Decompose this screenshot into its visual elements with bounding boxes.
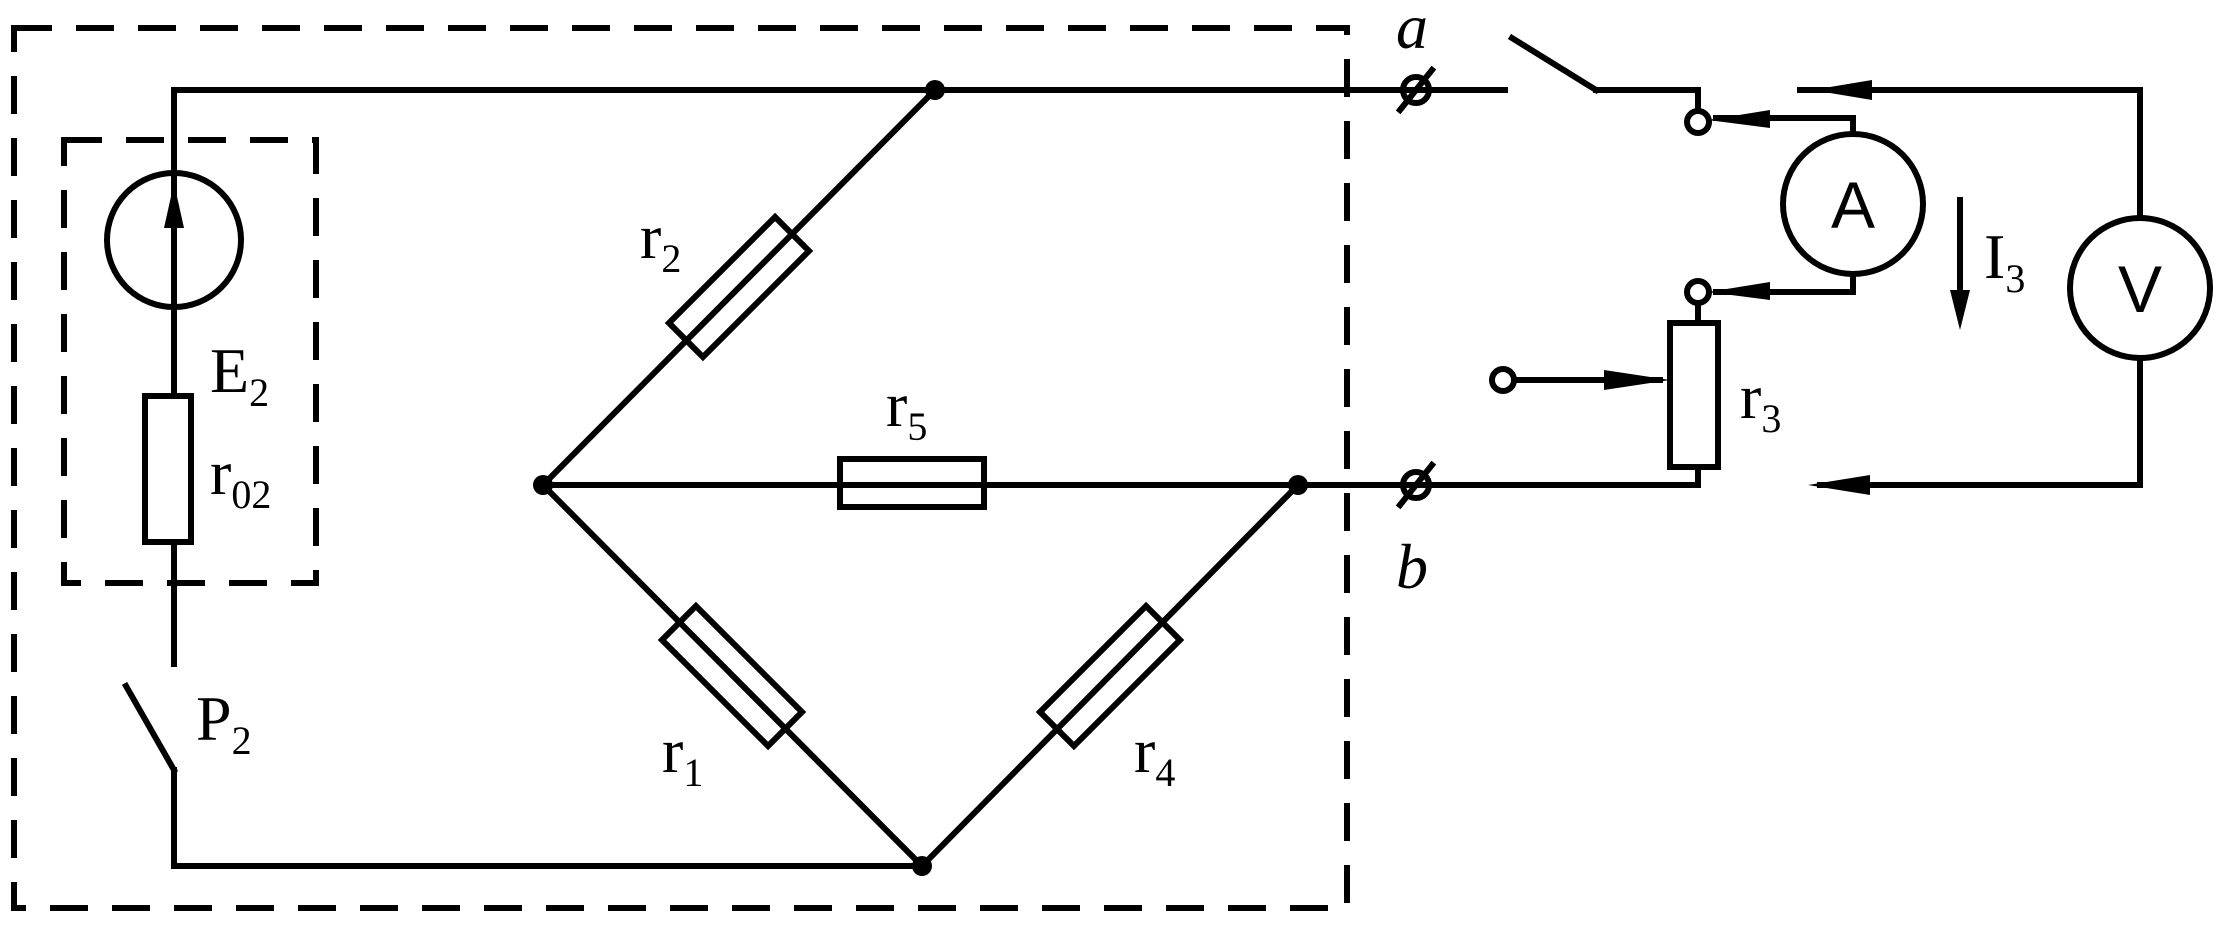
arrow-icon — [1708, 110, 1770, 128]
arrow-icon — [1808, 475, 1870, 495]
resistor-r02 — [142, 393, 194, 545]
label-r5: r5 — [886, 369, 927, 449]
label-i3: I3 — [1984, 221, 2025, 301]
current-arrow-icon — [1950, 290, 1970, 330]
resistor-r3 — [1667, 320, 1721, 470]
source-dashed-enclosure — [61, 137, 319, 586]
label-r3: r3 — [1740, 361, 1781, 441]
label-voltmeter: V — [2118, 252, 2162, 326]
label-r2: r2 — [640, 201, 681, 281]
bridge — [533, 80, 1308, 876]
terminal-open-top — [1684, 108, 1712, 136]
label-terminal-b: b — [1396, 531, 1428, 602]
emf-source-e2 — [104, 170, 244, 310]
slider-arrow-icon — [1604, 370, 1670, 390]
node-top — [925, 80, 945, 100]
switch-a — [1507, 33, 1601, 95]
terminal-open-middle — [1684, 278, 1712, 306]
node-left — [533, 475, 553, 495]
label-e2: E2 — [210, 335, 269, 415]
terminal-a-marker — [1395, 65, 1437, 115]
resistor-r2 — [664, 212, 814, 362]
label-r02: r02 — [210, 437, 271, 517]
arrow-icon — [1812, 80, 1872, 100]
node-bottom — [912, 856, 932, 876]
label-r4: r4 — [1134, 715, 1175, 795]
label-r1: r1 — [662, 715, 703, 795]
resistor-r4 — [1035, 601, 1185, 751]
terminal-b-marker — [1395, 460, 1437, 510]
outer-dashed-enclosure — [11, 25, 1350, 911]
switch-p2 — [121, 681, 179, 775]
label-ammeter: A — [1831, 168, 1875, 242]
label-p2: P2 — [196, 683, 252, 763]
emf-arrow-icon — [164, 183, 184, 228]
source-branch — [104, 87, 244, 869]
label-terminal-a: a — [1396, 0, 1428, 62]
resistor-r1 — [657, 601, 807, 751]
slider-terminal — [1489, 366, 1517, 394]
resistor-r5 — [837, 456, 987, 510]
arrow-icon — [1708, 282, 1770, 300]
external-circuit — [1489, 33, 2213, 495]
